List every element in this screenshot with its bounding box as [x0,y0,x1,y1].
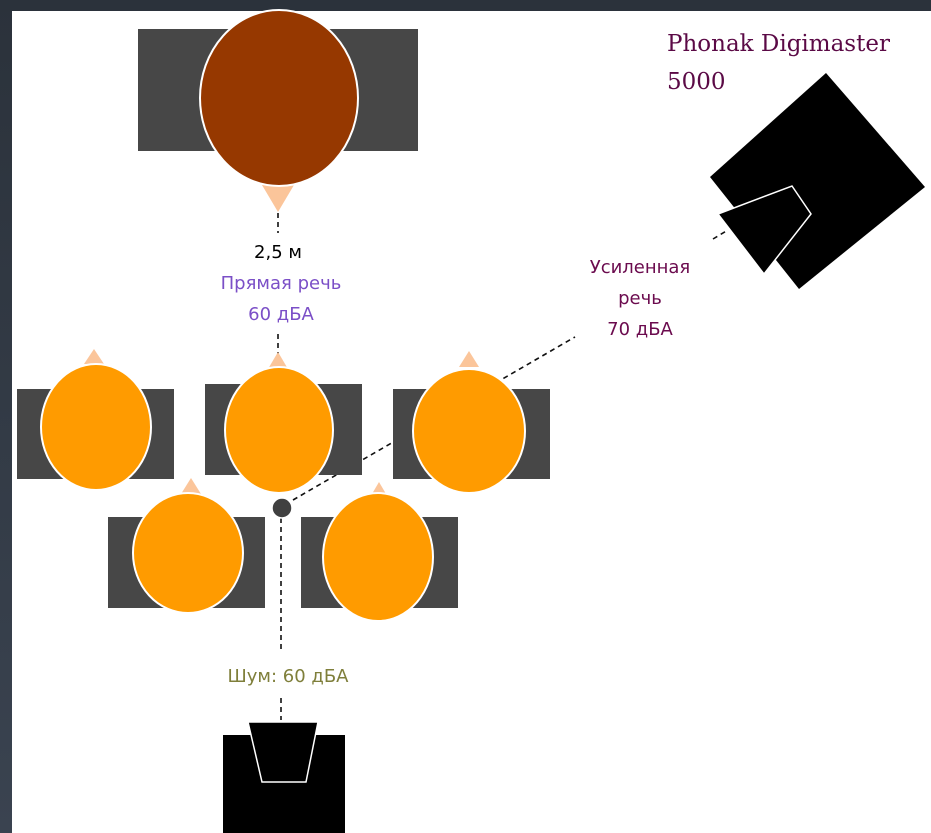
teacher-head [199,9,359,187]
listener-3 [393,351,550,494]
listener-head [412,368,526,494]
listener-4 [108,478,265,614]
noise-source-icon [223,721,345,833]
amplified-label-2: речь [618,288,662,309]
direct-level-label: 60 дБА [248,304,314,325]
amplified-level-label: 70 дБА [607,319,673,340]
listener-5 [301,482,458,622]
title-line-1: Phonak Digimaster [667,31,890,57]
listener-head [40,363,152,491]
speaker-cone [716,185,812,276]
listener-nose-icon [84,349,104,364]
distance-label: 2,5 м [254,242,302,263]
amplified-line-upper [712,229,729,240]
listener-nose-icon [459,351,479,367]
noise-source-cone [247,721,319,783]
title-line-2: 5000 [667,69,726,95]
listener-2 [205,352,362,494]
teacher-nose-icon [262,185,294,212]
fm-speaker-icon [710,73,925,289]
listener-head [224,366,334,494]
listener-nose-icon [268,352,288,369]
teacher [138,9,418,212]
listener-1 [17,349,174,491]
listener-head [132,492,244,614]
listener-nose-icon [181,478,201,494]
microphone-dot-icon [271,497,293,519]
direct-speech-label: Прямая речь [221,273,342,294]
amplified-label-1: Усиленная [590,257,691,278]
listener-head [322,492,434,622]
noise-label: Шум: 60 дБА [228,666,350,687]
